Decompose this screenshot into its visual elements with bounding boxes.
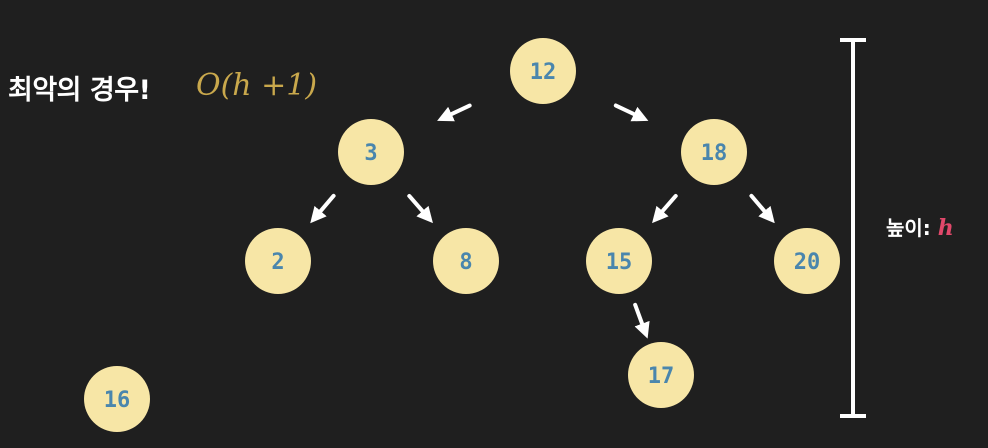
edge-arrow-3-8: [407, 193, 433, 224]
node-circle: [84, 366, 150, 432]
node-value: 8: [459, 250, 472, 275]
node-circle: [774, 228, 840, 294]
tree-node-12: 12: [510, 38, 576, 104]
complexity-formula: O(h +1): [196, 68, 318, 103]
node-value: 3: [364, 141, 377, 166]
node-circle: [586, 228, 652, 294]
node-value: 12: [530, 60, 557, 85]
height-label: 높이: h: [886, 212, 954, 241]
tree-node-18: 18: [681, 119, 747, 185]
title: 최악의 경우!: [8, 75, 151, 106]
node-value: 17: [648, 364, 675, 389]
tree-node-20: 20: [774, 228, 840, 294]
tree-node-15: 15: [586, 228, 652, 294]
edge-arrow-12-18: [613, 103, 649, 122]
node-value: 2: [271, 250, 284, 275]
height-label-text: 높이:: [886, 216, 931, 240]
height-variable: h: [937, 215, 954, 241]
tree-node-17: 17: [628, 342, 694, 408]
node-circle: [338, 119, 404, 185]
edge-arrow-12-3: [437, 103, 472, 122]
node-circle: [510, 38, 576, 104]
tree-node-2: 2: [245, 228, 311, 294]
node-value: 20: [794, 250, 821, 275]
node-circle: [433, 228, 499, 294]
node-circle: [245, 228, 311, 294]
edge-arrow-15-17: [633, 302, 650, 339]
node-circle: [628, 342, 694, 408]
edge-arrow-3-2: [310, 193, 336, 224]
tree-node-3: 3: [338, 119, 404, 185]
node-value: 16: [104, 388, 131, 413]
node-circle: [681, 119, 747, 185]
edge-arrow-18-20: [749, 193, 775, 224]
node-value: 18: [701, 141, 728, 166]
tree-node-8: 8: [433, 228, 499, 294]
height-bracket: [840, 38, 866, 418]
node-value: 15: [606, 250, 633, 275]
pending-node-16: 16: [84, 366, 150, 432]
edge-arrow-18-15: [652, 193, 678, 224]
